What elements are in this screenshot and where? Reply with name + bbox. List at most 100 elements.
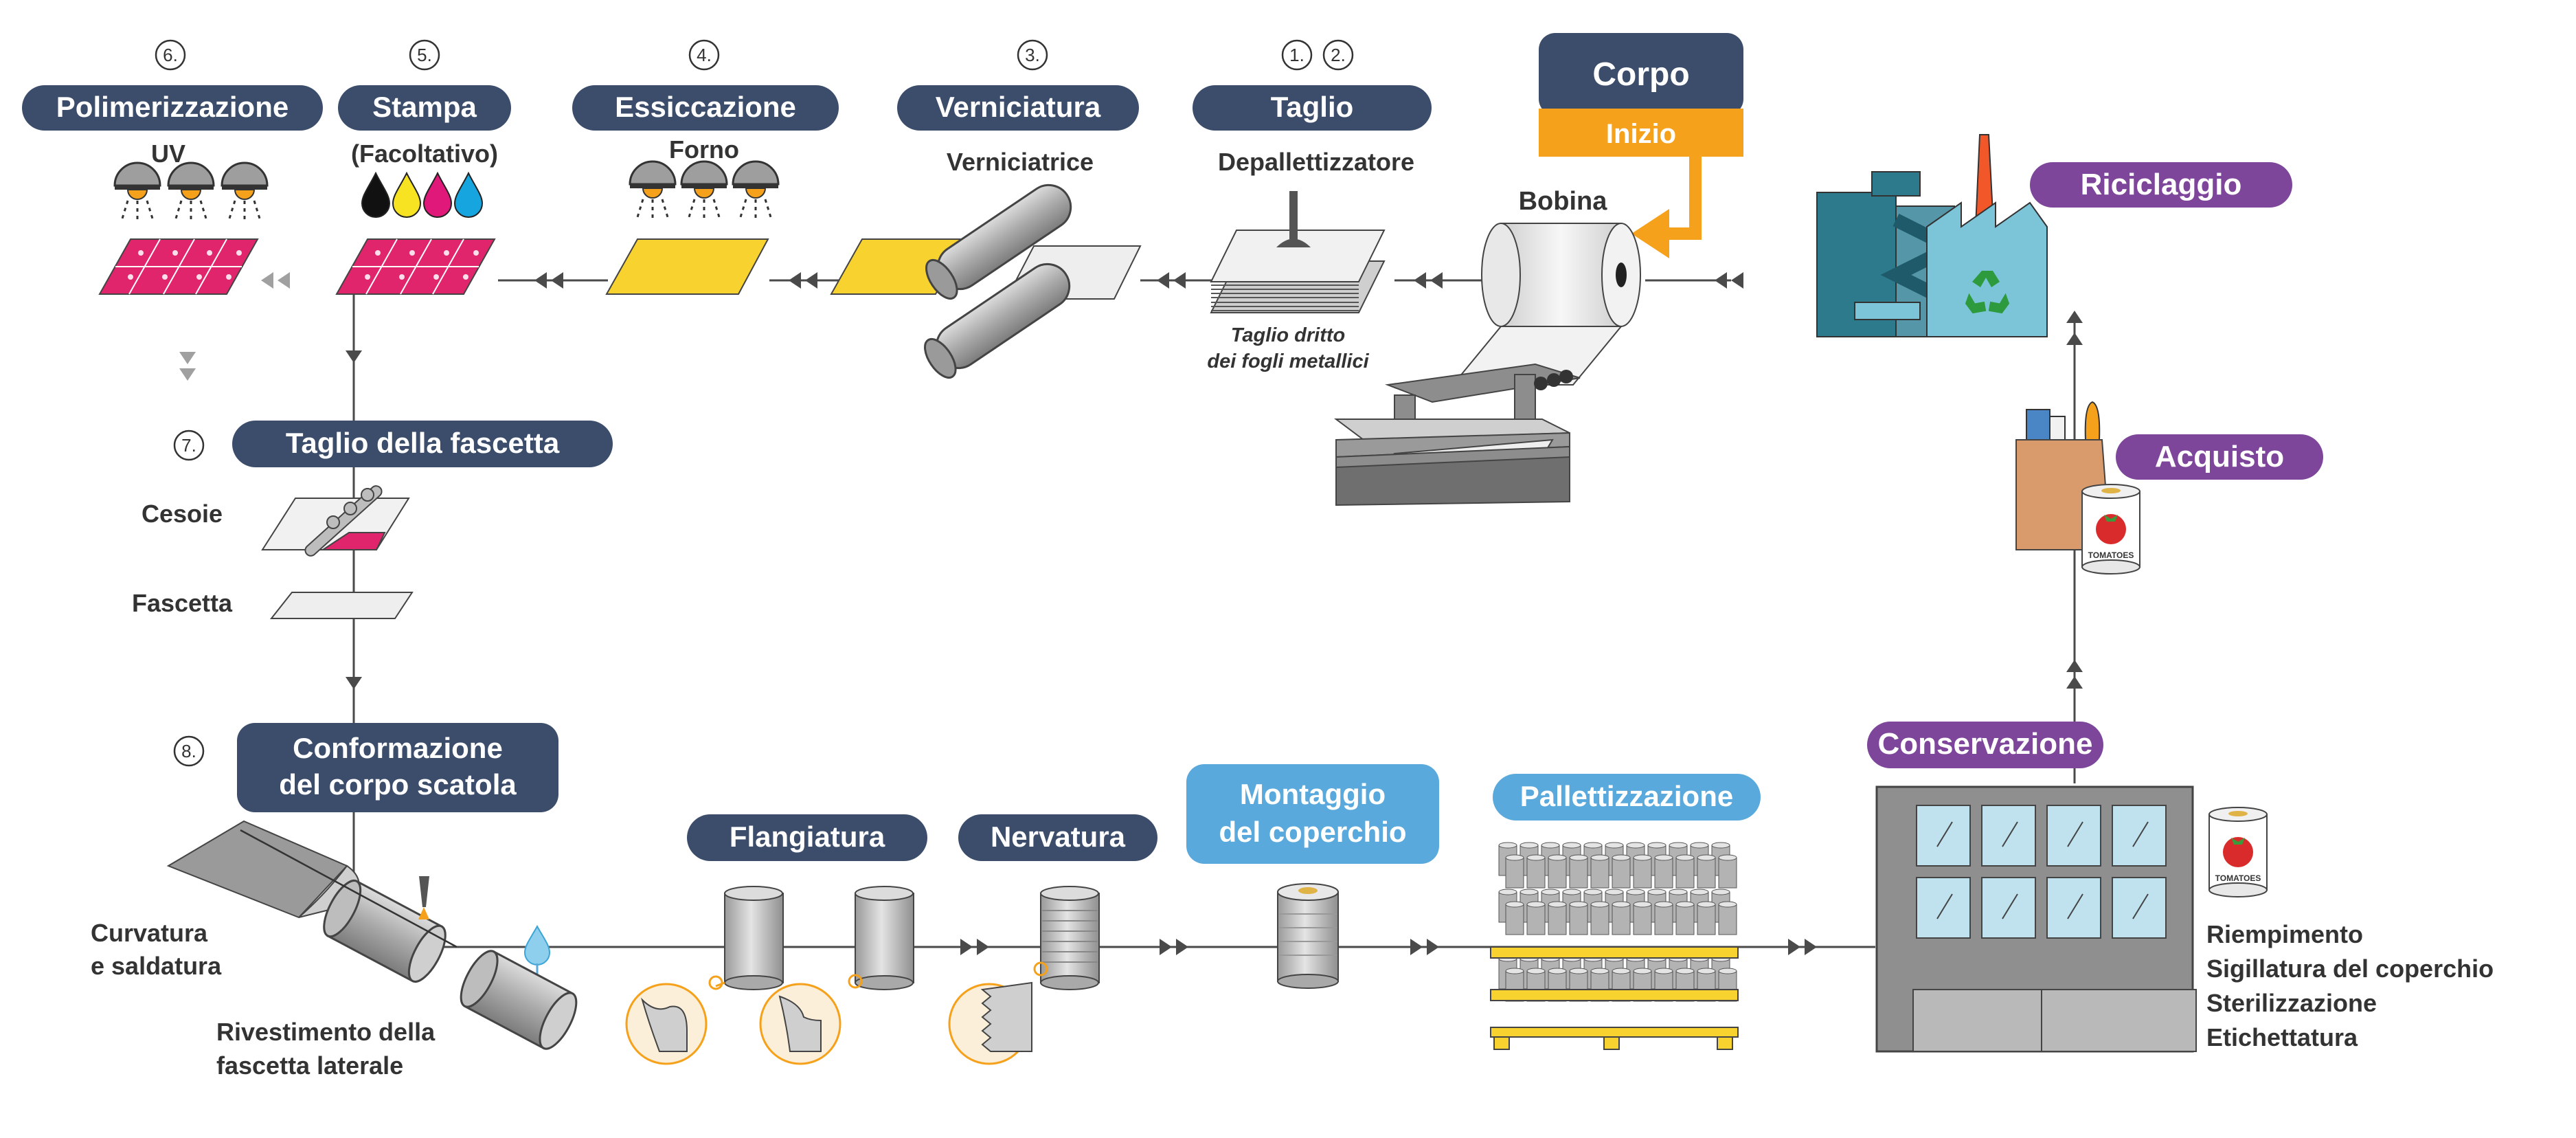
- pallet-can-top: [1626, 842, 1645, 849]
- pill-nervatura: Nervatura: [991, 821, 1126, 853]
- recycling-factory-icon: [1816, 134, 2048, 337]
- yellow-sheet-oven: [605, 238, 769, 295]
- pallet-can-top: [1711, 842, 1730, 849]
- label-bobina: Bobina: [1519, 187, 1608, 216]
- shear-press-icon: [1334, 363, 1581, 506]
- label-forno: Forno: [669, 135, 739, 164]
- pallet-can: [1505, 904, 1524, 935]
- window-glare: [1936, 893, 1953, 919]
- pallet-can-top: [1675, 854, 1695, 861]
- step-number-6: 6.: [163, 45, 178, 65]
- task-sterilizzazione: Sterilizzazione: [2206, 989, 2377, 1017]
- pill-nervatura-bg: [958, 814, 1157, 861]
- label-taglio-note-1: Taglio dritto: [1231, 324, 1345, 346]
- task-sigillatura: Sigillatura del coperchio: [2206, 955, 2494, 983]
- coater-icon: [830, 183, 1142, 379]
- flanging-can-1-icon: [625, 886, 784, 1065]
- pallet-can-top: [1612, 854, 1631, 861]
- label-verniciatrice: Verniciatrice: [947, 148, 1094, 176]
- pallet-can: [1505, 857, 1524, 889]
- pallet-can-top: [1519, 842, 1539, 849]
- window-glare: [2002, 893, 2018, 919]
- printed-sheet-uv: [98, 238, 259, 295]
- pallet-can-top: [1612, 968, 1631, 974]
- pallet-can-top: [1569, 968, 1588, 974]
- pill-conformazione-2: del corpo scatola: [279, 768, 517, 801]
- pallet-can-top: [1548, 901, 1567, 908]
- pallet-can: [1697, 904, 1716, 935]
- pallet-can-top: [1605, 889, 1624, 895]
- step-number-7: 7.: [181, 435, 196, 456]
- pallet-can-top: [1526, 854, 1546, 861]
- sheet-stack-icon: [1210, 191, 1386, 313]
- fascetta-strip-icon: [269, 592, 414, 619]
- pallet-can: [1675, 904, 1695, 935]
- label-taglio-note-2: dei fogli metallici: [1207, 350, 1369, 372]
- pallet-cans-icon: [1490, 842, 1739, 1050]
- pill-conservazione: Conservazione: [1878, 727, 2093, 761]
- can-label-2: TOMATOES: [2088, 550, 2134, 560]
- pallet-can-top: [1583, 889, 1603, 895]
- pallet-can-top: [1505, 968, 1524, 974]
- pallet-can-top: [1690, 889, 1709, 895]
- task-etichettatura: Etichettatura: [2206, 1023, 2358, 1051]
- flanging-can-2-icon: [759, 886, 914, 1065]
- pallet-can-top: [1647, 842, 1667, 849]
- shears-icon: [261, 485, 410, 557]
- start-arrow: [1662, 157, 1702, 240]
- pallet-can-top: [1654, 854, 1673, 861]
- pill-montaggio-2: del coperchio: [1219, 816, 1406, 848]
- pill-verniciatura: Verniciatura: [936, 91, 1101, 123]
- pill-acquisto: Acquisto: [2155, 440, 2284, 473]
- label-rivestimento-2: fascetta laterale: [216, 1051, 403, 1080]
- pallet-can: [1612, 904, 1631, 935]
- pallet-can-top: [1669, 842, 1688, 849]
- pallet-can-top: [1526, 901, 1546, 908]
- printed-sheet-stampa: [335, 238, 496, 295]
- label-uv: UV: [151, 140, 185, 168]
- start-title: Corpo: [1592, 56, 1689, 93]
- label-curvatura-1: Curvatura: [91, 919, 208, 947]
- label-depallettizzatore: Depallettizzatore: [1218, 148, 1414, 176]
- pill-montaggio-bg: [1186, 764, 1439, 864]
- pallet-can-top: [1633, 901, 1652, 908]
- pill-taglio: Taglio: [1271, 91, 1354, 123]
- step-sublabels-top: UV (Facoltativo) Forno Verniciatrice Dep…: [151, 135, 1607, 372]
- pallet-can: [1675, 857, 1695, 889]
- pallet-can-top: [1590, 901, 1609, 908]
- pallet-can-top: [1697, 968, 1716, 974]
- pallet-can: [1718, 904, 1737, 935]
- pallet-can-top: [1590, 854, 1609, 861]
- pallet-can-top: [1626, 889, 1645, 895]
- pallet-can-top: [1605, 842, 1624, 849]
- pill-flangiatura: Flangiatura: [730, 821, 885, 853]
- window-glare: [2002, 821, 2018, 847]
- window-glare: [1936, 821, 1953, 847]
- pallet-can-top: [1569, 854, 1588, 861]
- pallet-can: [1718, 857, 1737, 889]
- pill-conservazione-bg: [1867, 722, 2103, 768]
- pallet-can-top: [1498, 842, 1517, 849]
- pallet-can-top: [1633, 854, 1652, 861]
- step-pills-top: Polimerizzazione Stampa Essiccazione Ver…: [22, 85, 1432, 131]
- pallet-can: [1633, 857, 1652, 889]
- start-subtitle: Inizio: [1606, 119, 1676, 149]
- pallet-can-top: [1505, 901, 1524, 908]
- beading-can-icon: [948, 886, 1100, 1065]
- bending-welding-icon: [166, 820, 457, 983]
- pallet-can-top: [1590, 968, 1609, 974]
- side-seam-coating-icon: [460, 924, 578, 1050]
- pill-taglio-fascetta: Taglio della fascetta: [286, 427, 560, 459]
- pallet-can-top: [1675, 901, 1695, 908]
- label-rivestimento-1: Rivestimento della: [216, 1018, 436, 1046]
- pill-acquisto-bg: [2116, 434, 2323, 480]
- label-facoltativo: (Facoltativo): [351, 140, 498, 168]
- pallet-can: [1590, 904, 1609, 935]
- pill-pallettizzazione: Pallettizzazione: [1520, 780, 1733, 812]
- tomato-can-icon: TOMATOES: [2208, 807, 2268, 897]
- pallet-can: [1569, 904, 1588, 935]
- pallet-can-top: [1541, 842, 1560, 849]
- oven-lamps-icon: [629, 160, 780, 219]
- can-label-1: TOMATOES: [2215, 873, 2261, 883]
